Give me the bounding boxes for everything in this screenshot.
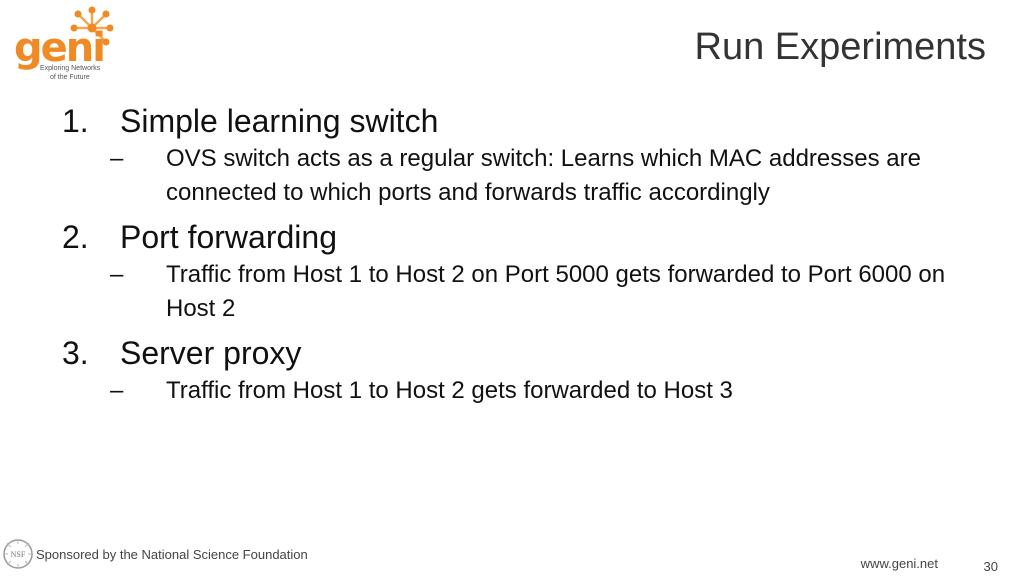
page-number: 30 bbox=[983, 559, 998, 574]
list-item-2: 2. Port forwarding – Traffic from Host 1… bbox=[62, 216, 992, 326]
sub-bullet: – OVS switch acts as a regular switch: L… bbox=[110, 142, 992, 210]
sub-bullet-text: OVS switch acts as a regular switch: Lea… bbox=[166, 145, 921, 206]
sponsor-text: Sponsored by the National Science Founda… bbox=[36, 546, 308, 562]
item-heading: Server proxy bbox=[120, 335, 302, 371]
slide-content: 1. Simple learning switch – OVS switch a… bbox=[62, 100, 992, 414]
footer-sponsor: NSF Sponsored by the National Science Fo… bbox=[2, 538, 308, 570]
sub-bullet: – Traffic from Host 1 to Host 2 gets for… bbox=[110, 374, 992, 408]
geni-wordmark: geni bbox=[14, 25, 106, 71]
geni-logo: geni Exploring Networks of the Future bbox=[14, 6, 114, 84]
dash-bullet: – bbox=[110, 377, 124, 404]
dash-bullet: – bbox=[110, 261, 124, 288]
sub-bullet-text: Traffic from Host 1 to Host 2 gets forwa… bbox=[166, 377, 733, 404]
sub-bullet-text: Traffic from Host 1 to Host 2 on Port 50… bbox=[166, 261, 946, 322]
slide-title: Run Experiments bbox=[694, 26, 986, 68]
item-number: 1. bbox=[62, 103, 89, 139]
item-number: 3. bbox=[62, 335, 89, 371]
nsf-logo-text: NSF bbox=[11, 550, 26, 559]
item-heading: Simple learning switch bbox=[120, 103, 439, 139]
tagline-line2: of the Future bbox=[50, 74, 90, 81]
sub-bullet: – Traffic from Host 1 to Host 2 on Port … bbox=[110, 258, 992, 326]
nsf-logo-icon: NSF bbox=[3, 539, 33, 569]
geni-tagline: Exploring Networks of the Future bbox=[40, 64, 100, 82]
geni-starburst-icon bbox=[70, 6, 114, 46]
list-item-3: 3. Server proxy – Traffic from Host 1 to… bbox=[62, 332, 992, 408]
dash-bullet: – bbox=[110, 145, 124, 172]
item-number: 2. bbox=[62, 219, 89, 255]
list-item-1: 1. Simple learning switch – OVS switch a… bbox=[62, 100, 992, 210]
site-url: www.geni.net bbox=[860, 556, 938, 571]
item-heading: Port forwarding bbox=[120, 219, 337, 255]
tagline-line1: Exploring Networks bbox=[40, 65, 101, 72]
